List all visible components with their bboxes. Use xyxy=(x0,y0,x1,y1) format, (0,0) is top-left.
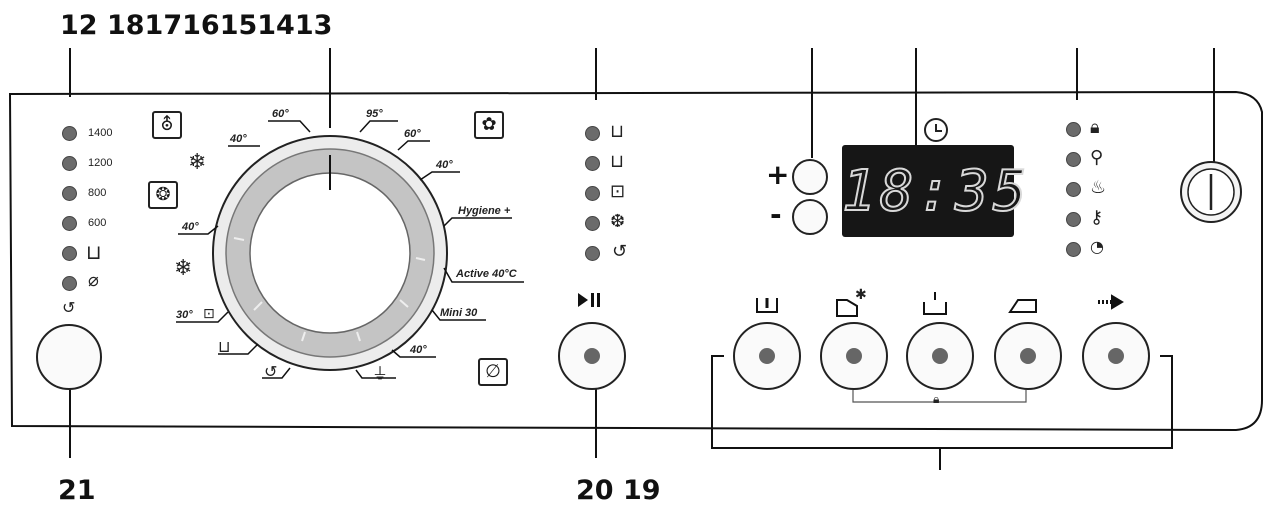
power-button-shape xyxy=(1180,161,1242,223)
spin-speed-label: 800 xyxy=(88,187,107,199)
wool-icon: ✿ xyxy=(474,111,504,139)
spin-speed-label: 1200 xyxy=(88,157,113,169)
dial-label: 40° xyxy=(230,133,247,145)
status-led-water xyxy=(1066,152,1081,167)
dial-label: 60° xyxy=(404,128,421,140)
plus-button[interactable] xyxy=(792,159,828,195)
prewash-icon: ⊡ xyxy=(203,306,215,322)
button-dot xyxy=(846,348,862,364)
dial-label: Hygiene + xyxy=(458,205,511,217)
panel-outline xyxy=(8,90,1263,432)
status-led-delay xyxy=(1066,242,1081,257)
function-button-rinse[interactable] xyxy=(733,322,801,390)
service-key-icon: ⚷ xyxy=(1090,207,1104,228)
function-button-time-saver[interactable] xyxy=(1082,322,1150,390)
button-dot xyxy=(1020,348,1036,364)
spin-icon: ↺ xyxy=(62,298,76,317)
no-spin-icon: ⌀ xyxy=(88,270,99,291)
dial-label: 30° xyxy=(176,309,193,321)
plus-sign: + xyxy=(766,158,790,191)
option-led-1 xyxy=(585,126,600,141)
time-display: 18:35 xyxy=(841,145,1031,237)
dial-label: 40° xyxy=(182,221,199,233)
stain-icon: ⊔ xyxy=(610,151,625,172)
dial-label: Mini 30 xyxy=(440,307,478,319)
spin-led-3 xyxy=(62,186,77,201)
snowflake-icon: ❄ xyxy=(174,256,193,281)
button-dot xyxy=(584,348,600,364)
stain-sparkle-icon: ✱ xyxy=(855,287,867,303)
snowflake-icon: ❄ xyxy=(188,150,207,175)
callout-top-left: 12 181716151413 xyxy=(60,10,333,41)
dial-label: Active 40°C xyxy=(456,268,517,280)
spin-led-no-spin xyxy=(62,276,77,291)
callout-21: 21 xyxy=(58,475,96,506)
spin-led-rinse-hold xyxy=(62,246,77,261)
spin-speed-label: 600 xyxy=(88,217,107,229)
synthetics-icon: ❂ xyxy=(148,181,178,209)
rinse-icon: ⊔ xyxy=(610,121,625,142)
drain-icon: ⏚ xyxy=(372,364,389,383)
button-dot xyxy=(759,348,775,364)
spin-icon: ↺ xyxy=(264,362,278,381)
detergent-icon: ♨ xyxy=(1090,177,1107,198)
option-led-4 xyxy=(585,216,600,231)
button-dot xyxy=(932,348,948,364)
lock-icon: 🔒︎ xyxy=(1090,117,1100,138)
spin-speed-button[interactable] xyxy=(36,324,102,390)
function-button-stain[interactable] xyxy=(820,322,888,390)
power-button[interactable] xyxy=(1181,162,1241,222)
spin-icon: ↺ xyxy=(612,241,628,262)
program-dial xyxy=(176,120,524,379)
minus-button[interactable] xyxy=(792,199,828,235)
display-time: 18:35 xyxy=(841,158,1031,225)
spin-led-2 xyxy=(62,156,77,171)
dial-label: 95° xyxy=(366,108,383,120)
status-led-detergent xyxy=(1066,182,1081,197)
spin-led-4 xyxy=(62,216,77,231)
start-pause-button[interactable] xyxy=(558,322,626,390)
delicates-icon: ∅ xyxy=(478,358,508,386)
status-led-door-lock xyxy=(1066,122,1081,137)
minus-sign: - xyxy=(770,198,782,231)
child-lock-icon: 🔒︎ xyxy=(933,392,940,406)
play-pause-icon xyxy=(578,293,600,307)
child-lock-bracket xyxy=(852,390,1027,403)
dial-label: 60° xyxy=(272,108,289,120)
function-bracket xyxy=(711,355,1173,449)
option-led-2 xyxy=(585,156,600,171)
rinse-icon: ⊔ xyxy=(218,337,231,356)
callout-20-19: 20 19 xyxy=(576,475,661,506)
option-led-3 xyxy=(585,186,600,201)
tap-icon: ⚲ xyxy=(1090,147,1104,168)
dial-label: 40° xyxy=(436,159,453,171)
dial-label: 40° xyxy=(410,344,427,356)
cotton-icon: ⛢ xyxy=(152,111,182,139)
spin-speed-label: 1400 xyxy=(88,127,113,139)
prewash-icon: ⊡ xyxy=(610,181,626,202)
function-button-easy-iron[interactable] xyxy=(994,322,1062,390)
spin-led-1 xyxy=(62,126,77,141)
delay-clock-icon xyxy=(924,118,948,142)
function-icons xyxy=(756,292,1124,317)
cold-wash-icon: ❆ xyxy=(610,211,626,232)
button-dot xyxy=(1108,348,1124,364)
function-button-extra-rinse[interactable] xyxy=(906,322,974,390)
rinse-hold-icon: ⊔ xyxy=(86,240,102,264)
clock-icon: ◔ xyxy=(1090,237,1104,256)
status-led-service xyxy=(1066,212,1081,227)
option-led-5 xyxy=(585,246,600,261)
